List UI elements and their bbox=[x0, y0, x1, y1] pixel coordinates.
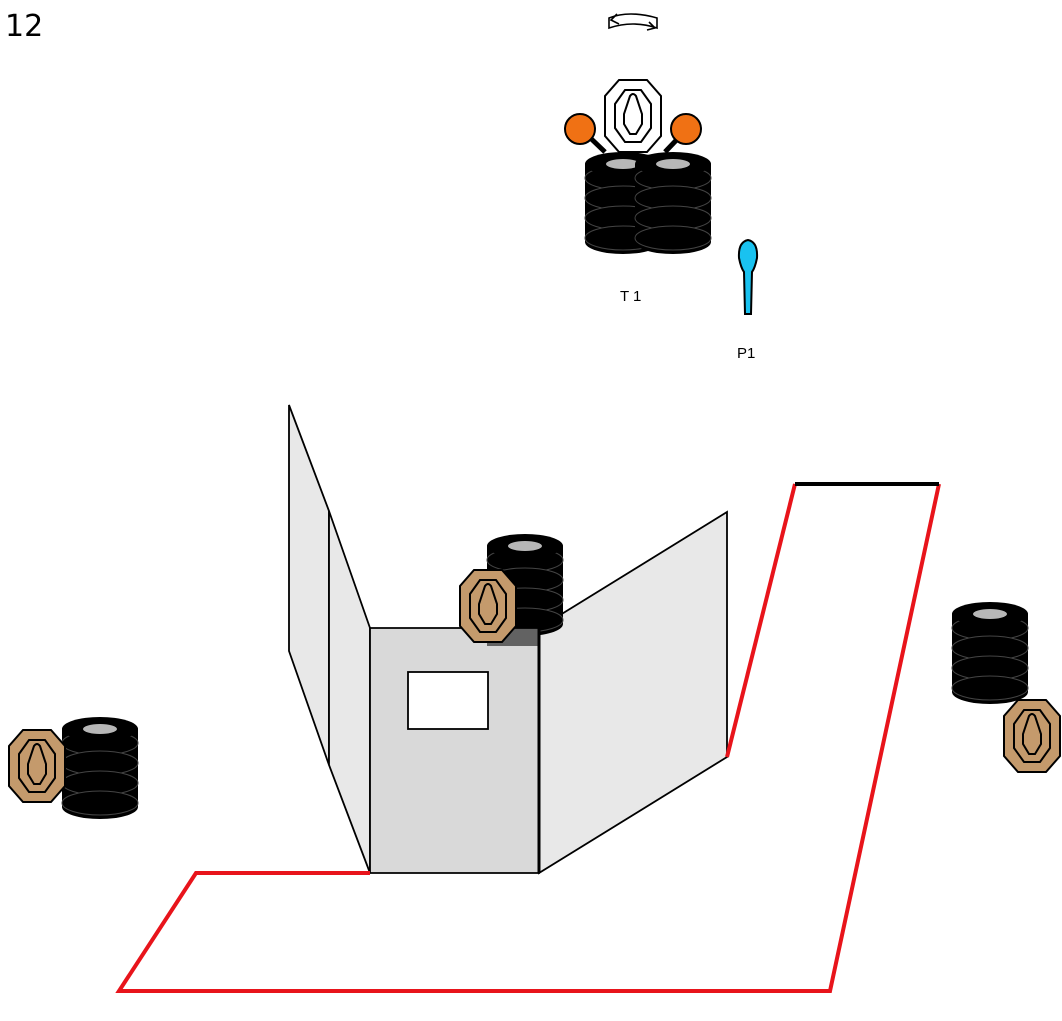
steel-plate-left bbox=[564, 113, 596, 145]
label-t1: T 1 bbox=[620, 288, 641, 305]
stage-number: 12 bbox=[5, 9, 43, 44]
wall-left-panel-front bbox=[328, 510, 371, 874]
wall-window bbox=[407, 671, 489, 730]
fault-line-shooting-area bbox=[115, 483, 941, 993]
target-array-t1: T 1 bbox=[564, 79, 712, 305]
steel-plate-right bbox=[670, 113, 702, 145]
rotate-arrows-icon bbox=[608, 13, 658, 31]
wall-right-panel bbox=[538, 510, 728, 875]
wall-left-panel-back bbox=[288, 404, 330, 766]
paper-target-left bbox=[8, 729, 66, 803]
fault-line-right-inner bbox=[725, 483, 797, 758]
label-p1: P1 bbox=[737, 345, 755, 362]
wall-front-panel bbox=[369, 627, 540, 874]
popper-p1: P1 bbox=[737, 238, 759, 362]
tire-stack-left bbox=[61, 716, 139, 820]
tire-stack-right bbox=[951, 601, 1029, 705]
paper-target-center bbox=[459, 569, 517, 643]
no-shoot-target bbox=[604, 79, 662, 153]
paper-target-right bbox=[1003, 699, 1061, 773]
tire-stack-t1-right bbox=[634, 151, 712, 255]
wall-structure bbox=[288, 404, 728, 875]
